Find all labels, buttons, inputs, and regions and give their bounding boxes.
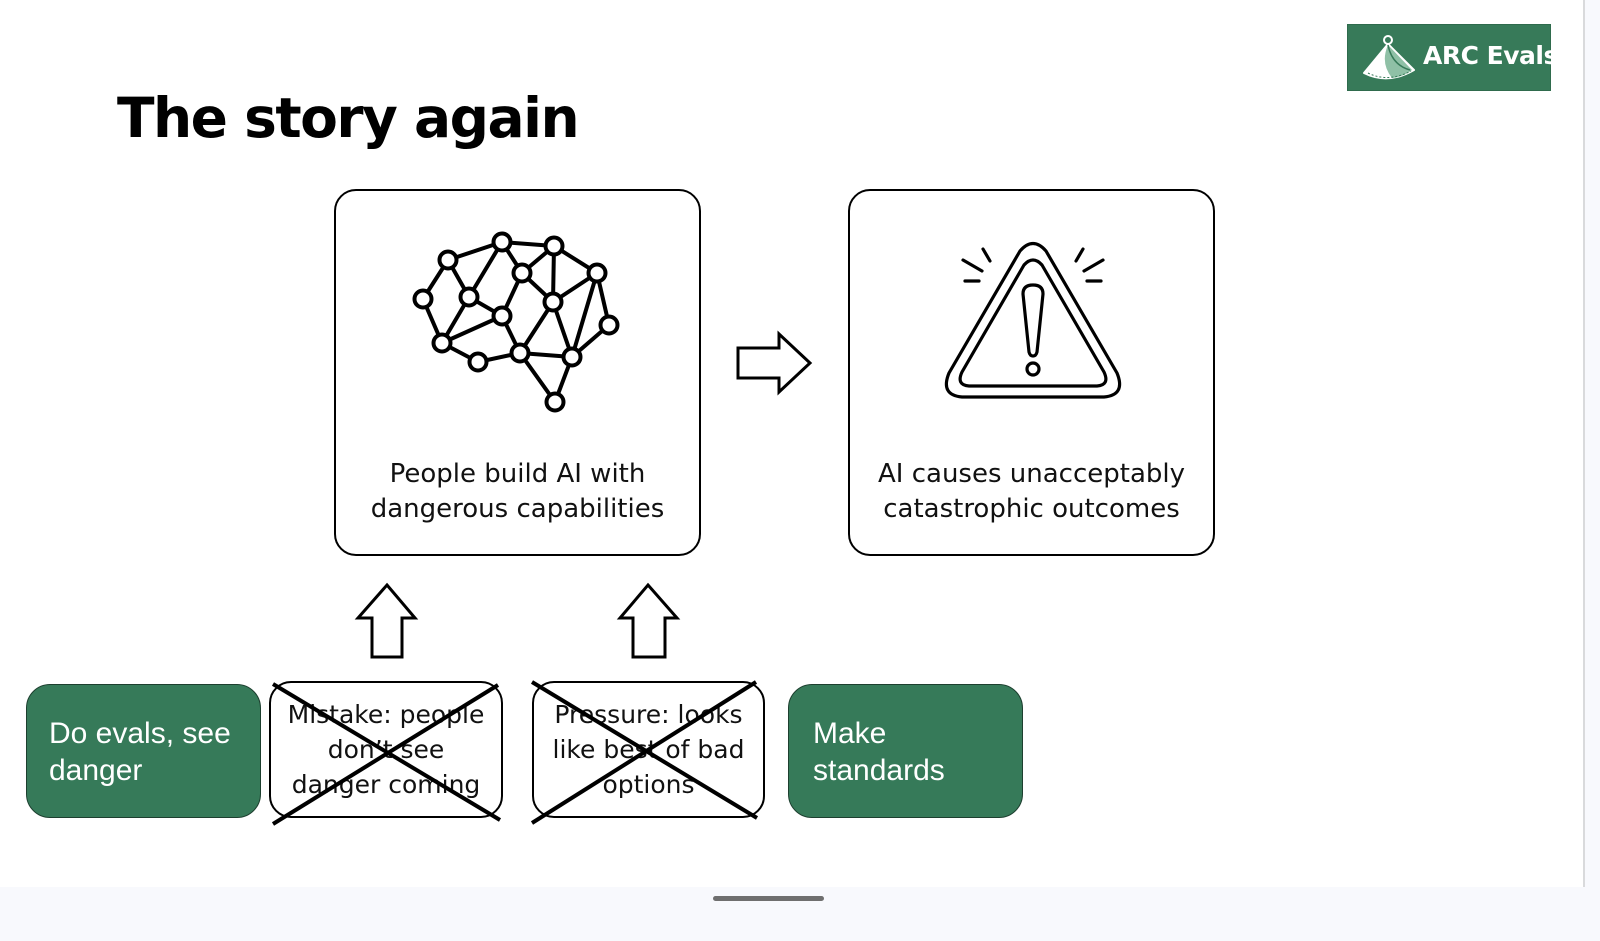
- resize-handle[interactable]: [713, 896, 824, 901]
- box-text-line: options: [602, 770, 695, 799]
- card-text-line: People build AI with: [389, 459, 646, 489]
- box-text-line: Pressure: looks: [554, 700, 743, 729]
- box-text-line: standards: [813, 754, 945, 787]
- card-catastrophe: AI causes unacceptably catastrophic outc…: [848, 189, 1215, 556]
- make-standards-text: Make standards: [813, 715, 945, 789]
- box-text-line: Make: [813, 717, 887, 750]
- card-text-line: catastrophic outcomes: [883, 494, 1180, 524]
- up-arrow-icon: [354, 582, 419, 659]
- box-text-line: danger: [49, 754, 143, 787]
- card-text-line: AI causes unacceptably: [878, 459, 1185, 489]
- box-text-line: Do evals, see: [49, 717, 231, 750]
- do-evals-box: Do evals, see danger: [26, 684, 261, 818]
- right-arrow-icon: [736, 330, 813, 396]
- make-standards-box: Make standards: [788, 684, 1023, 818]
- up-arrow-icon: [616, 582, 681, 659]
- arc-evals-logo: ARC Evals: [1347, 24, 1558, 91]
- box-text-line: like best of bad: [552, 735, 745, 764]
- mistake-text: Mistake: people don’t see danger coming: [271, 697, 501, 802]
- slide-canvas: ARC Evals The story again People build A…: [26, 0, 1585, 887]
- card-text-line: dangerous capabilities: [370, 494, 665, 524]
- box-text-line: danger coming: [291, 770, 481, 799]
- slide-title: The story again: [117, 86, 580, 150]
- mistake-box: Mistake: people don’t see danger coming: [269, 681, 503, 818]
- card-build-ai: People build AI with dangerous capabilit…: [334, 189, 701, 556]
- pressure-box: Pressure: looks like best of bad options: [532, 681, 765, 818]
- arc-fan-icon: [1363, 35, 1415, 80]
- logo-text: ARC Evals: [1423, 41, 1558, 70]
- card-catastrophe-text: AI causes unacceptably catastrophic outc…: [850, 457, 1213, 527]
- box-text-line: don’t see: [327, 735, 445, 764]
- box-text-line: Mistake: people: [287, 700, 485, 729]
- card-build-ai-text: People build AI with dangerous capabilit…: [336, 457, 699, 527]
- do-evals-text: Do evals, see danger: [49, 715, 231, 789]
- pressure-text: Pressure: looks like best of bad options: [534, 697, 763, 802]
